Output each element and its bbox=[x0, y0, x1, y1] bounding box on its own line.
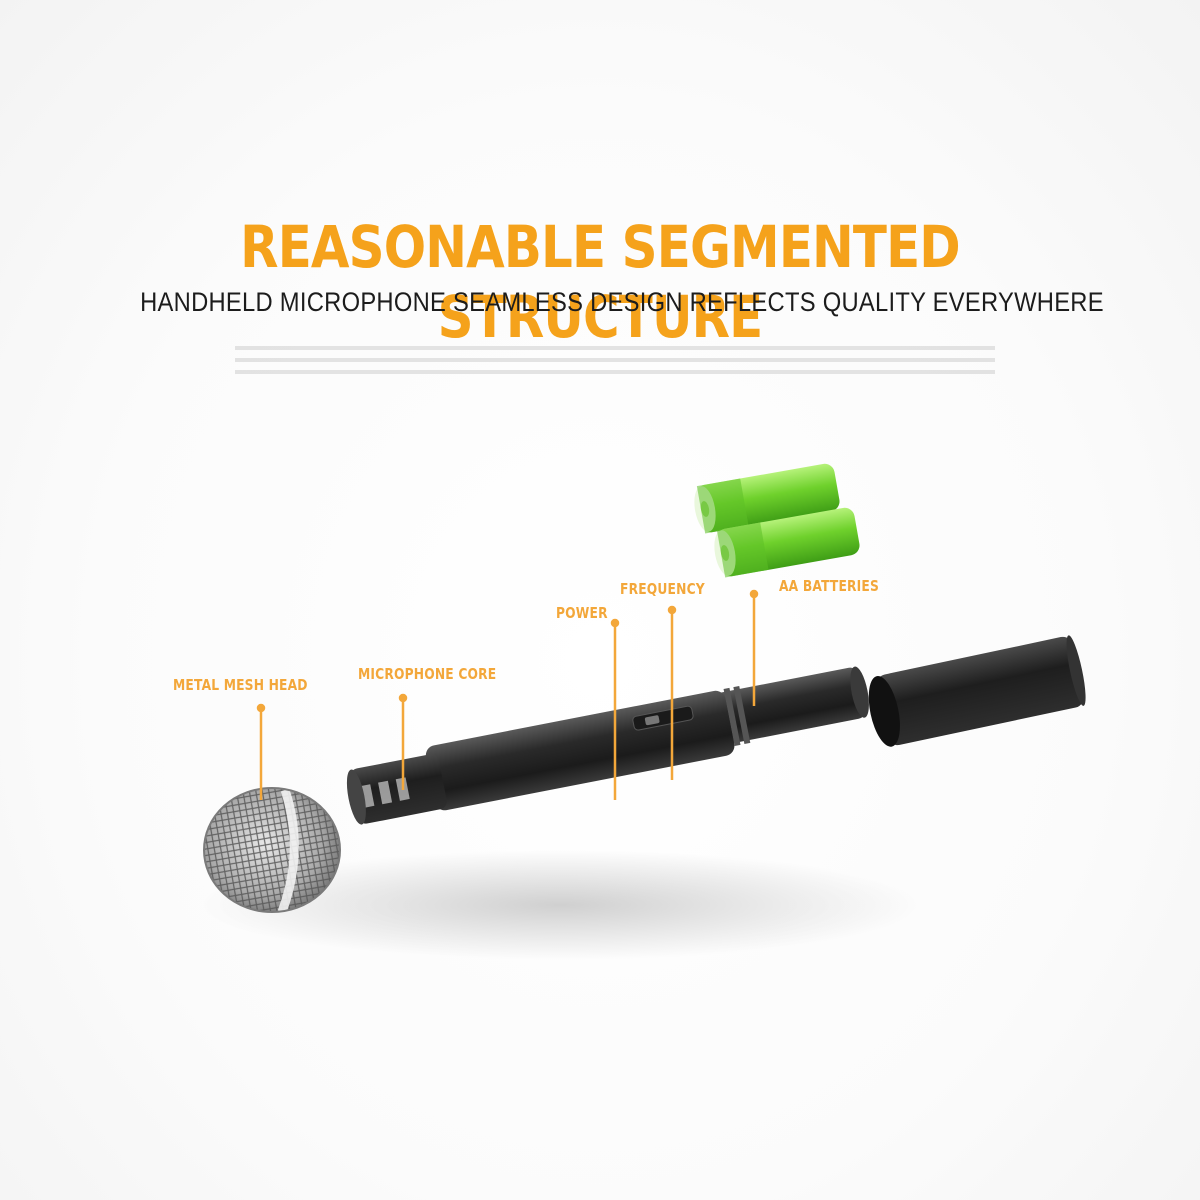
label-frequency: FREQUENCY bbox=[620, 580, 705, 598]
label-aa-batteries: AA BATTERIES bbox=[779, 577, 880, 595]
label-metal-mesh-head: METAL MESH HEAD bbox=[173, 676, 308, 694]
microphone-body bbox=[346, 666, 869, 825]
callout-lines bbox=[256, 589, 759, 800]
label-microphone-core: MICROPHONE CORE bbox=[358, 665, 497, 683]
page-subtitle: HANDHELD MICROPHONE SEAMLESS DESIGN REFL… bbox=[140, 287, 1104, 317]
floor-shadow bbox=[200, 850, 920, 960]
page-title: REASONABLE SEGMENTED STRUCTURE bbox=[240, 213, 961, 351]
faint-text-lines bbox=[235, 346, 995, 374]
metal-mesh-head bbox=[203, 787, 341, 914]
battery-bottom bbox=[714, 507, 860, 578]
label-power: POWER bbox=[556, 604, 608, 622]
battery-cover bbox=[868, 635, 1086, 747]
